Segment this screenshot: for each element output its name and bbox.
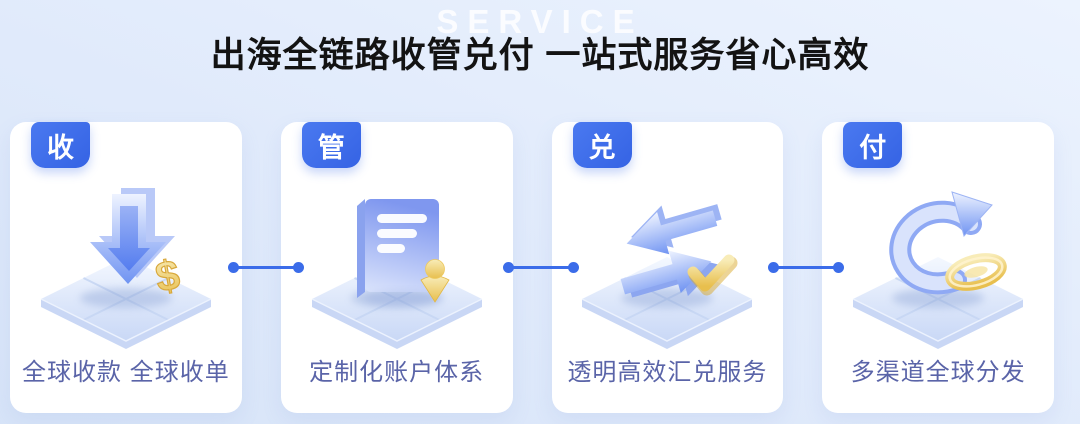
connector-dot bbox=[833, 262, 844, 273]
payout-distribution-arrow-icon bbox=[852, 191, 1025, 350]
badge-receive: 收 bbox=[31, 122, 90, 168]
card-receive: 收 $ 全球收款 全球收单 bbox=[10, 122, 242, 413]
badge-exchange: 兑 bbox=[572, 122, 632, 168]
exchange-swap-arrows-icon bbox=[581, 204, 754, 350]
service-card-row: 收 $ 全球收款 全球收单 管 bbox=[10, 122, 1054, 413]
connector-dot bbox=[568, 262, 579, 273]
flow-connector bbox=[228, 262, 304, 274]
manage-account-panel-icon bbox=[310, 199, 483, 350]
flow-connector bbox=[768, 262, 844, 274]
badge-manage: 管 bbox=[301, 122, 361, 168]
card-label: 全球收款 全球收单 bbox=[22, 359, 230, 386]
connector-line bbox=[773, 266, 839, 269]
card-exchange: 兑 透明高效汇兑服务 bbox=[551, 122, 784, 413]
connector-line bbox=[233, 266, 299, 269]
connector-line bbox=[508, 266, 574, 269]
badge-pay: 付 bbox=[843, 122, 903, 168]
card-label: 透明高效汇兑服务 bbox=[567, 359, 768, 386]
page-title: 出海全链路收管兑付 一站式服务省心高效 bbox=[210, 36, 870, 75]
card-manage: 管 定制化账户体系 bbox=[280, 122, 513, 413]
receive-download-coin-icon: $ bbox=[39, 188, 212, 350]
card-label: 多渠道全球分发 bbox=[850, 359, 1026, 386]
flow-connector bbox=[503, 262, 579, 274]
service-watermark: SERVICE bbox=[436, 3, 644, 40]
connector-dot bbox=[293, 262, 304, 273]
card-pay: 付 多渠道全球分发 bbox=[822, 122, 1054, 413]
card-label: 定制化账户体系 bbox=[309, 359, 485, 386]
